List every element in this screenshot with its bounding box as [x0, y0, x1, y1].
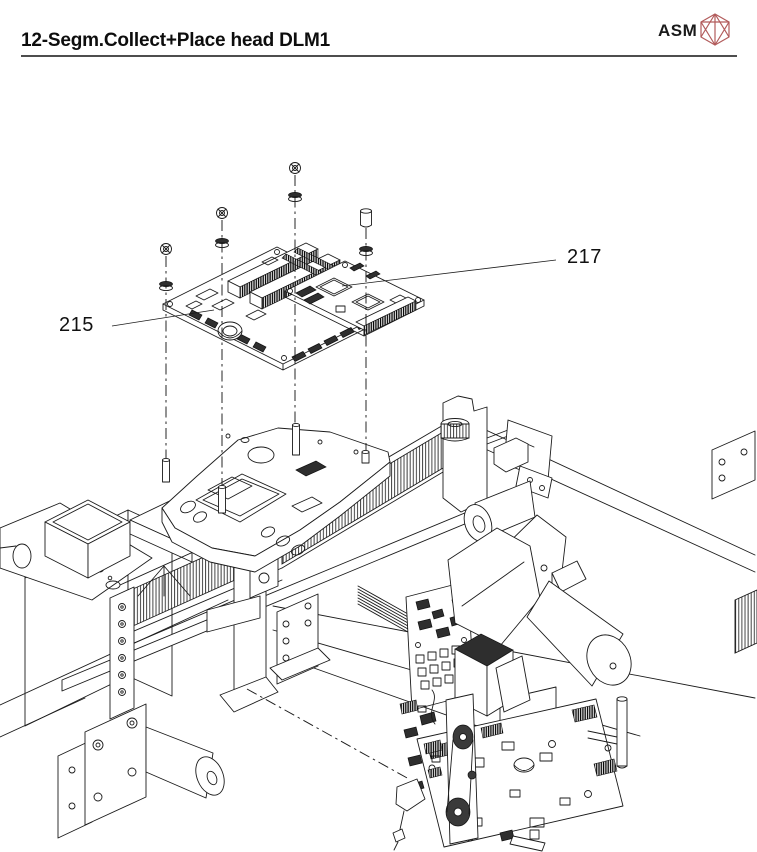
page-title: 12-Segm.Collect+Place head DLM1 — [21, 30, 330, 51]
head-pcb-front-components — [427, 704, 618, 842]
leader-line-215 — [111, 309, 215, 327]
t-handle — [587, 696, 628, 769]
roller-bracket — [84, 703, 147, 826]
carriage — [161, 422, 391, 573]
smd-ics — [185, 256, 279, 321]
header-rule — [21, 55, 737, 57]
screw-3 — [288, 162, 302, 203]
head-center-line — [246, 688, 410, 780]
qfp-chip — [315, 277, 353, 297]
beam-end-bracket — [711, 430, 756, 500]
head-motor-cylinder — [526, 580, 632, 687]
belt-drive — [445, 693, 479, 845]
leader-line-217 — [341, 259, 557, 287]
mount-column — [109, 586, 135, 720]
screw-4 — [359, 208, 373, 257]
screws — [159, 162, 373, 292]
part-label-217: 217 — [567, 246, 602, 268]
center-lines — [165, 175, 410, 780]
support-columns — [57, 540, 331, 839]
standoff-sleeves — [162, 422, 370, 514]
pcb-217 — [284, 260, 425, 337]
qfp-chip — [351, 293, 385, 311]
part-label-215: 215 — [59, 314, 94, 336]
asm-hexagon-logo-icon — [700, 13, 730, 46]
sensor-cluster — [399, 689, 443, 792]
ribbon-cable — [357, 585, 409, 633]
roller-cylinder-left — [145, 726, 214, 799]
screw-1 — [159, 243, 173, 292]
beam-right-end — [440, 395, 553, 542]
belt-pulley-housing — [442, 395, 488, 513]
screw-2 — [215, 207, 229, 249]
place-head-assembly — [357, 514, 632, 852]
nozzle — [392, 778, 426, 851]
brand-text: ASM — [658, 21, 698, 40]
